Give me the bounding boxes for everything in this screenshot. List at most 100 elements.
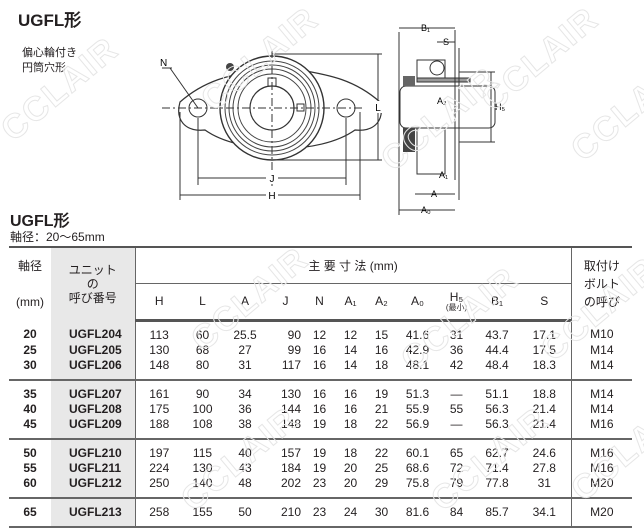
header-dim: A₂ bbox=[365, 282, 398, 322]
dimension-value: 16 bbox=[312, 357, 327, 372]
dimension-value: 16 bbox=[336, 378, 365, 402]
dimension-value: 21.4 bbox=[532, 401, 556, 416]
dimension-value: 50 bbox=[222, 496, 268, 528]
dimension-value: 44.4 bbox=[485, 342, 509, 357]
dimension-value: 16 bbox=[312, 342, 327, 357]
header-dim: N bbox=[303, 282, 336, 322]
header-dim: H bbox=[134, 282, 183, 322]
dimension-value: 38 bbox=[238, 416, 252, 431]
shaft-diameter: 30 bbox=[23, 357, 37, 372]
shaft-diameter: 25 bbox=[23, 342, 37, 357]
dimension-value: 79 bbox=[449, 475, 464, 490]
dim-label-n: N bbox=[160, 58, 167, 69]
dim-label-s: S bbox=[443, 37, 449, 47]
dim-label-h: H bbox=[268, 191, 275, 202]
header-dim-label: H bbox=[154, 294, 164, 309]
header-dim: L bbox=[183, 282, 222, 322]
dimension-value: 18.3 bbox=[532, 357, 556, 372]
header-shaft-label: 軸径 bbox=[17, 259, 42, 273]
dimension-value: 60 bbox=[195, 327, 210, 342]
dimension-value: 19 bbox=[312, 460, 327, 475]
header-dim-label: L bbox=[199, 294, 206, 309]
dimension-value: 16 bbox=[303, 378, 336, 402]
header-dim-label: A₁ bbox=[344, 294, 357, 309]
dim-label-b1: B₁ bbox=[421, 23, 430, 33]
dimension-value: 36 bbox=[449, 342, 464, 357]
bolt-size: M16 bbox=[570, 437, 633, 461]
shaft-range: 軸径：20〜65mm bbox=[10, 230, 105, 244]
dimension-value: 30 bbox=[365, 496, 398, 528]
dim-label-a0: A₀ bbox=[421, 205, 431, 215]
unit-number: UGFL209 bbox=[51, 416, 135, 439]
bolt-size: M16 bbox=[570, 416, 633, 439]
dimension-value: 25.5 bbox=[233, 327, 257, 342]
bolt-size: M20 bbox=[570, 475, 633, 498]
header-dim-label: A₂ bbox=[375, 294, 388, 309]
unit-number: UGFL212 bbox=[51, 475, 135, 498]
dimension-value: 56.3 bbox=[485, 416, 509, 431]
dimension-value: 31 bbox=[238, 357, 252, 372]
header-unit-line: 呼び番号 bbox=[68, 291, 117, 305]
unit-number: UGFL211 bbox=[51, 460, 135, 476]
shaft-diameter: 50 bbox=[9, 437, 51, 461]
dimension-value: 34.1 bbox=[518, 496, 572, 528]
dimension-value: 22 bbox=[374, 416, 389, 431]
subtitle-line: 円筒穴形 bbox=[22, 62, 66, 74]
header-bolt-line: ボルト bbox=[583, 277, 620, 291]
subtitle-line: 偏心輪付き bbox=[22, 47, 77, 59]
dimension-value: 23 bbox=[303, 496, 336, 528]
dimension-value: 17.5 bbox=[532, 342, 556, 357]
dimension-value: 68 bbox=[195, 342, 210, 357]
dimension-value: 90 bbox=[183, 378, 222, 402]
dimension-value: 16 bbox=[374, 342, 389, 357]
dimension-value: 51.3 bbox=[398, 378, 437, 402]
bolt-size: M10 bbox=[570, 320, 633, 343]
dimension-value: 140 bbox=[192, 475, 213, 490]
dimension-value: 130 bbox=[134, 342, 183, 358]
dimension-value: 81.6 bbox=[398, 496, 437, 528]
dimension-value: 18 bbox=[374, 357, 389, 372]
dim-label-h5: H₅ bbox=[495, 102, 505, 112]
header-dim-label: N bbox=[315, 294, 324, 309]
dimension-value: 41.6 bbox=[405, 327, 430, 342]
dimension-value: 71.4 bbox=[485, 460, 509, 475]
bolt-size: M16 bbox=[570, 460, 633, 476]
dimension-value: 22 bbox=[365, 437, 398, 461]
dimension-value: 55.9 bbox=[405, 401, 430, 416]
dimension-value: 72 bbox=[449, 460, 464, 475]
bolt-size: M14 bbox=[570, 342, 633, 358]
unit-number: UGFL207 bbox=[51, 378, 135, 402]
unit-number: UGFL210 bbox=[51, 437, 135, 461]
unit-number: UGFL205 bbox=[51, 342, 135, 358]
dim-label-j: J bbox=[270, 174, 275, 185]
header-dim-label: B₁ bbox=[490, 294, 504, 309]
dimension-value: 144 bbox=[280, 401, 301, 416]
dimension-value: 258 bbox=[134, 496, 183, 528]
header-dim-label: H₅ bbox=[449, 290, 464, 305]
dimension-value: 161 bbox=[134, 378, 183, 402]
dimension-value: 60.1 bbox=[398, 437, 437, 461]
header-shaft-unit: (mm) bbox=[16, 295, 44, 309]
header-dim-label: J bbox=[282, 294, 289, 309]
bolt-size: M14 bbox=[570, 357, 633, 380]
unit-number: UGFL206 bbox=[51, 357, 135, 380]
dimension-value: 48 bbox=[238, 475, 252, 490]
dimension-value: 148 bbox=[280, 416, 301, 431]
shaft-diameter: 40 bbox=[23, 401, 37, 416]
shaft-diameter: 35 bbox=[9, 378, 51, 402]
dimension-value: 210 bbox=[268, 496, 303, 528]
dimension-value: 51.1 bbox=[476, 378, 518, 402]
dimension-value: — bbox=[437, 378, 476, 402]
dimension-value: 202 bbox=[280, 475, 301, 490]
header-dim: A₀ bbox=[398, 282, 437, 322]
unit-number: UGFL204 bbox=[51, 320, 135, 343]
dimension-value: — bbox=[450, 416, 463, 431]
dimension-value: 130 bbox=[192, 460, 213, 475]
dimension-value: 42.9 bbox=[405, 342, 430, 357]
side-view-drawing: B₁ S A₂ H₅ A₁ A A₀ bbox=[398, 23, 505, 215]
bolt-size: M14 bbox=[570, 378, 633, 402]
